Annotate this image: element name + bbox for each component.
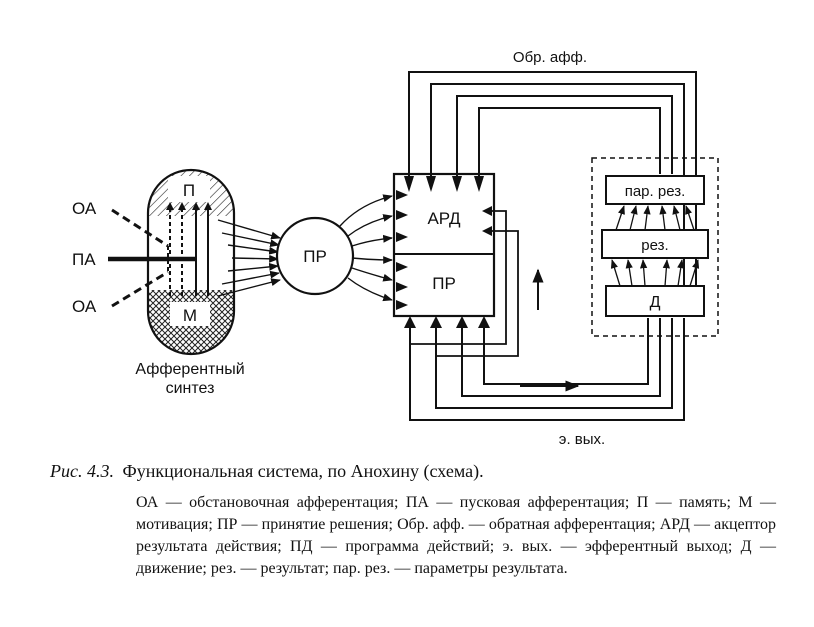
functional-system-diagram: П М ОА ПА ОА Афферентный синтез ПР — [72, 49, 719, 448]
acceptor-program-block: АРД ПР — [392, 172, 496, 328]
movement-label: Д — [650, 294, 661, 311]
efferent-output-label: э. вых. — [559, 431, 605, 448]
result-parameters-label: пар. рез. — [625, 183, 686, 200]
figure-legend: ОА — обстановочная афферентация; ПА — пу… — [136, 494, 776, 577]
result-label: рез. — [641, 237, 668, 254]
figure-label: Рис. 4.3. — [50, 461, 114, 481]
result-block: пар. рез. рез. Д — [591, 157, 719, 337]
afferent-synthesis-label-line2: синтез — [166, 380, 215, 397]
trigger-afferentation-label: ПА — [72, 250, 96, 269]
motivation-label: М — [183, 306, 197, 325]
afferent-synthesis-block: П М — [146, 168, 236, 356]
afferent-input-lines — [108, 208, 196, 308]
feedback-afferentation-label: Обр. афф. — [513, 49, 587, 66]
situational-afferentation-bottom-label: ОА — [72, 297, 97, 316]
decision-to-program-arrows — [339, 194, 393, 302]
figure-title: Функциональная система, по Анохину (схем… — [122, 461, 484, 481]
acceptor-label: АРД — [427, 209, 461, 228]
figure-caption: Рис. 4.3. Функциональная система, по Ано… — [50, 460, 484, 482]
efferent-output-lines — [409, 318, 685, 421]
decision-circle: ПР — [275, 216, 355, 296]
memory-label: П — [183, 181, 195, 200]
situational-afferentation-top-label: ОА — [72, 199, 97, 218]
program-label: ПР — [432, 274, 456, 293]
afferent-synthesis-label-line1: Афферентный — [135, 361, 244, 378]
synthesis-to-decision-arrows — [217, 219, 281, 297]
decision-circle-label: ПР — [303, 247, 327, 266]
